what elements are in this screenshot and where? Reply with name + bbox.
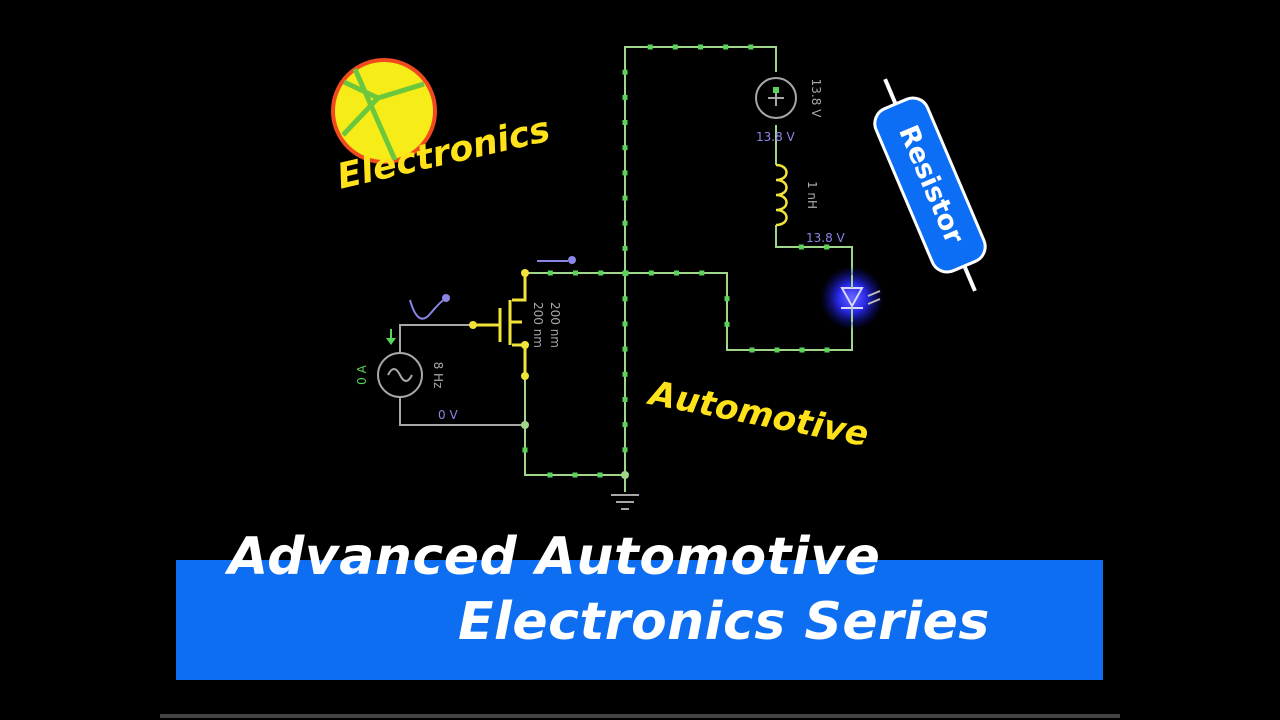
current-dot	[622, 220, 628, 226]
current-arrow-icon	[386, 329, 396, 345]
current-flow-dots	[522, 44, 830, 478]
current-dot	[622, 69, 628, 75]
current-dot	[623, 270, 629, 276]
current-dot	[824, 347, 830, 353]
bottom-divider	[160, 714, 1120, 718]
current-dot	[547, 472, 553, 478]
current-dot	[699, 270, 705, 276]
current-dot	[824, 244, 830, 250]
source-current-label: 0 A	[355, 364, 369, 384]
node-led-voltage-label: 13.8 V	[806, 231, 846, 245]
current-dot	[622, 447, 628, 453]
current-dot	[622, 245, 628, 251]
battery-voltage-label: 13.8 V	[809, 79, 823, 119]
current-dot	[622, 170, 628, 176]
current-dot	[748, 44, 754, 50]
current-dot	[622, 195, 628, 201]
mosfet-wires	[473, 273, 527, 376]
ground-symbol-icon	[611, 494, 639, 510]
electronics-logo-icon	[331, 58, 437, 164]
current-dot	[724, 321, 730, 327]
mosfet-length-label: 200 nm	[548, 302, 562, 348]
current-dot	[622, 346, 628, 352]
current-dot	[647, 44, 653, 50]
current-dot	[597, 472, 603, 478]
source-wires	[399, 324, 525, 426]
current-dot	[573, 270, 578, 276]
current-dot	[598, 270, 604, 276]
current-dot	[674, 270, 679, 276]
current-dot	[622, 371, 628, 377]
title-line-1: Advanced Automotive	[228, 527, 881, 587]
current-dot	[698, 44, 703, 50]
node-top-voltage-label: 13.8 V	[756, 130, 796, 144]
current-dot	[622, 422, 628, 428]
current-dot	[672, 44, 678, 50]
current-dot	[799, 347, 805, 353]
title-banner	[176, 560, 1103, 680]
source-frequency-label: 8 Hz	[431, 362, 445, 389]
current-dot	[622, 120, 628, 125]
resistor-badge-icon: Resistor	[873, 78, 987, 292]
inductor-icon	[775, 163, 788, 227]
current-dot	[572, 472, 578, 478]
title-line-2: Electronics Series	[458, 592, 990, 652]
junction-dots	[469, 269, 629, 479]
mosfet-width-label: 200 nm	[531, 302, 545, 348]
current-dot	[724, 296, 730, 302]
waveform-probe-icon	[409, 294, 450, 320]
current-dot	[547, 270, 553, 276]
current-dot	[622, 321, 628, 327]
current-dot	[622, 94, 628, 100]
current-dot	[798, 244, 804, 250]
led-icon	[820, 266, 884, 330]
voltage-probe-icon	[537, 256, 576, 264]
inductor-value-label: 1 nH	[805, 181, 819, 209]
current-dot	[522, 447, 528, 453]
current-dot	[648, 270, 654, 276]
ground-node-voltage-label: 0 V	[438, 408, 458, 422]
current-dot	[749, 347, 755, 353]
battery-icon	[755, 77, 797, 119]
current-dot	[622, 145, 628, 151]
ac-source-icon	[377, 352, 423, 398]
current-dot	[774, 347, 780, 353]
current-dot	[622, 296, 628, 302]
current-dot	[622, 397, 628, 402]
current-dot	[723, 44, 729, 50]
